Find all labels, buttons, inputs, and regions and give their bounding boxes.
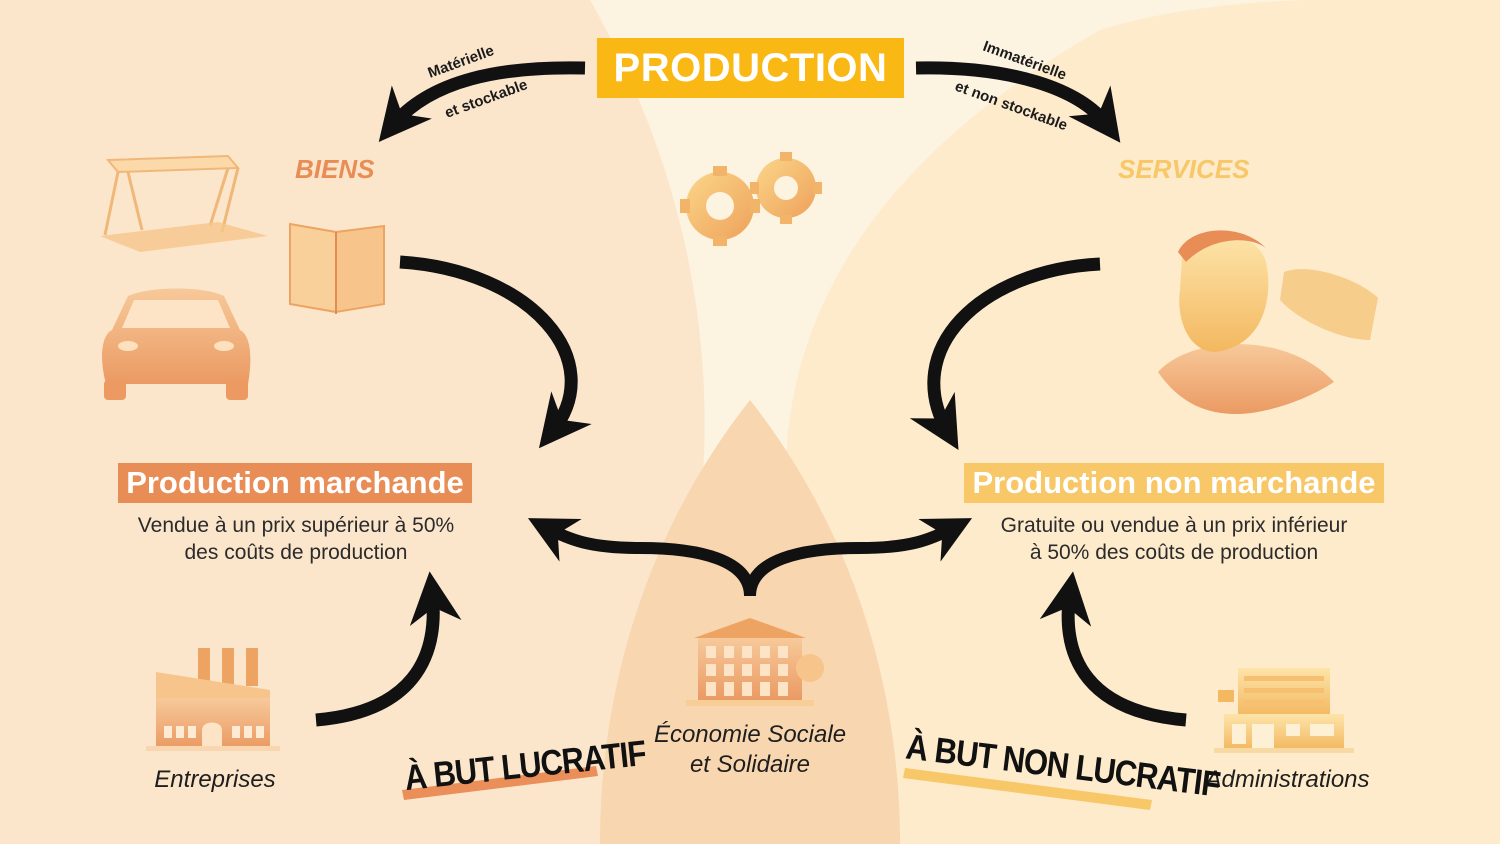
- arrow-ess-to-marchande: [527, 518, 756, 597]
- arrow-administrations-to-non-marchande: [1039, 571, 1187, 727]
- table-icon: [100, 154, 268, 252]
- production-non-marchande-desc-line-1: Gratuite ou vendue à un prix inférieur: [1000, 514, 1348, 537]
- building-icon: [686, 618, 824, 706]
- arrow-services-to-non-marchande: [909, 257, 1101, 450]
- production-title: PRODUCTION: [597, 38, 904, 98]
- factory-icon: [146, 648, 280, 751]
- services-label: SERVICES: [1118, 154, 1250, 184]
- production-marchande-description: Vendue à un prix supérieur à 50% des coû…: [110, 512, 482, 566]
- arrow-to-biens: [378, 61, 586, 143]
- biens-label: BIENS: [295, 154, 375, 184]
- entreprises-label: Entreprises: [154, 766, 276, 793]
- office-icon: [1214, 668, 1354, 753]
- arrow-biens-to-marchande: [399, 255, 592, 449]
- administrations-label: Administrations: [1205, 766, 1370, 793]
- ess-label: Économie Sociale et Solidaire: [620, 720, 880, 780]
- gears-icon: [680, 152, 822, 246]
- lucratif-underline: [402, 766, 598, 800]
- non-lucratif-underline: [903, 768, 1152, 810]
- arrow-entreprises-to-marchande: [315, 571, 462, 727]
- barber-icon: [1158, 230, 1378, 414]
- arrow-to-services: [915, 61, 1121, 143]
- car-icon: [102, 288, 251, 400]
- book-icon: [289, 222, 385, 314]
- production-marchande-desc-line-2: des coûts de production: [184, 541, 408, 564]
- arrow-ess-to-non-marchande: [744, 518, 973, 597]
- right-background-lobe: [785, 0, 1500, 844]
- ess-label-line-2: et Solidaire: [689, 751, 811, 778]
- production-non-marchande-desc-line-2: à 50% des coûts de production: [1029, 541, 1319, 564]
- production-marchande-desc-line-1: Vendue à un prix supérieur à 50%: [137, 514, 455, 537]
- production-non-marchande-description: Gratuite ou vendue à un prix inférieur à…: [958, 512, 1390, 566]
- left-background-lobe: [0, 0, 705, 844]
- production-marchande-title: Production marchande: [118, 463, 472, 503]
- ess-label-line-1: Économie Sociale: [653, 721, 847, 748]
- production-non-marchande-title: Production non marchande: [964, 463, 1384, 503]
